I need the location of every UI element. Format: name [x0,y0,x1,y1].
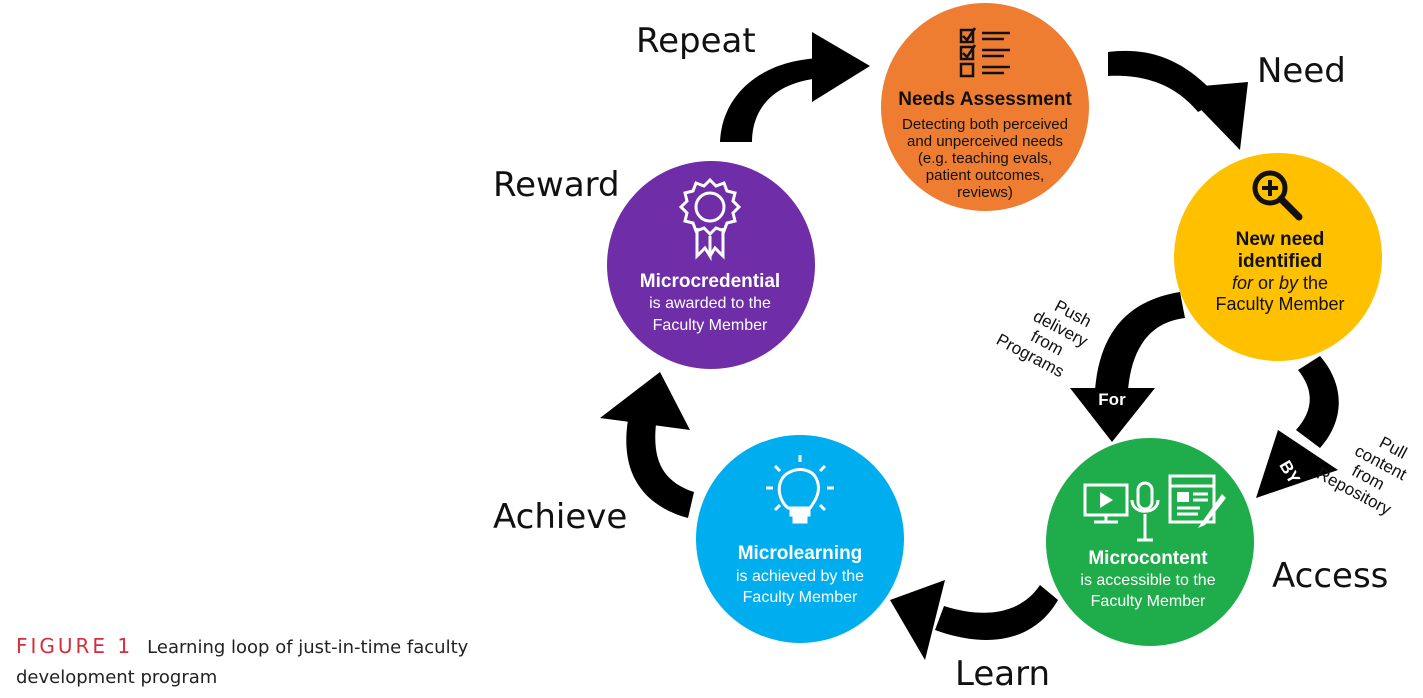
needs-assessment-line-1: Detecting both perceived [902,116,1068,133]
step-label-need: Need [1257,51,1346,91]
needs-assessment-circle [881,3,1089,211]
push-delivery-note: Push delivery from Programs [993,296,1094,381]
step-label-access: Access [1272,556,1388,596]
step-label-achieve: Achieve [493,497,627,537]
microlearning-line-1: is achieved by the [736,568,864,585]
for-arrow [1070,292,1185,442]
microlearning-circle [696,435,904,643]
microcredential-line-1: is awarded to the [649,295,771,312]
new-need-for-by-line: for or by the [1232,273,1328,293]
microcontent-circle [1046,438,1254,646]
step-label-reward: Reward [493,165,620,205]
award-ribbon-icon [678,177,742,262]
new-need-circle [1174,153,1382,361]
repeat-arrow [720,32,870,142]
by-arrow [1256,356,1339,498]
microcredential-circle [607,161,815,369]
learn-arrow [890,580,1058,660]
needs-assessment-title: Needs Assessment [898,89,1072,110]
step-label-learn: Learn [955,654,1050,694]
node-needs-assessment: Needs Assessment Detecting both perceive… [881,3,1089,211]
arrows [600,32,1339,660]
microcredential-title: Microcredential [640,271,780,292]
new-need-by-word: by [1279,273,1299,293]
microcontent-line-1: is accessible to the [1080,572,1215,589]
step-label-repeat: Repeat [636,21,756,61]
microlearning-line-2: Faculty Member [743,589,858,606]
for-tag: For [1098,390,1126,409]
node-microlearning: Microlearning is achieved by the Faculty… [696,435,904,643]
microlearning-title: Microlearning [738,543,863,564]
new-need-title-line-2: identified [1238,251,1322,272]
needs-assessment-line-3: (e.g. teaching evals, [918,150,1052,167]
new-need-title-line-1: New need [1236,229,1325,250]
needs-assessment-line-2: and unperceived needs [907,133,1063,150]
node-microcredential: Microcredential is awarded to the Facult… [607,161,815,369]
microphone-icon [1130,481,1160,542]
node-microcontent: Microcontent is accessible to the Facult… [1046,438,1254,646]
needs-assessment-line-5: reviews) [957,184,1013,201]
figure-caption-text: Learning loop of just-in-time faculty de… [16,637,469,688]
new-need-the-word: the [1298,273,1328,293]
magnifier-plus-icon [1252,170,1303,221]
lightbulb-icon [766,455,834,524]
needs-assessment-line-4: patient outcomes, [926,167,1044,184]
microcontent-title: Microcontent [1088,548,1208,569]
achieve-arrow [600,372,694,518]
node-new-need: New need identified for or by the Facult… [1174,153,1382,361]
microcontent-line-2: Faculty Member [1091,593,1206,610]
checklist-icon [959,27,1010,78]
need-arrow [1108,50,1248,150]
new-need-or-word: or [1253,273,1279,293]
new-need-last-line: Faculty Member [1215,294,1344,314]
new-need-for-word: for [1232,273,1254,293]
figure-label: FIGURE 1 [16,634,134,658]
web-document-icon [1168,474,1226,528]
microcredential-line-2: Faculty Member [653,317,768,334]
media-content-icons [1083,474,1226,542]
